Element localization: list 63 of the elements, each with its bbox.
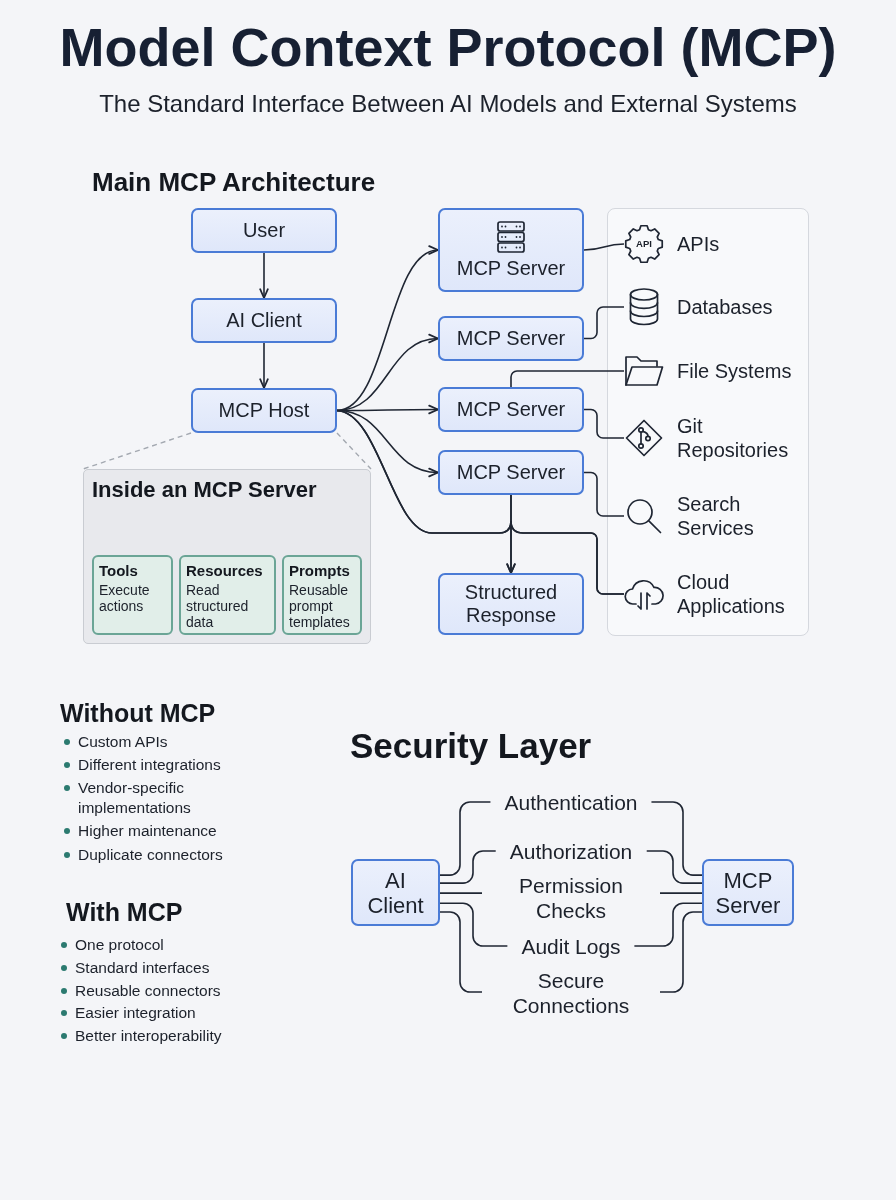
card-description: Read structured data (186, 582, 250, 630)
process-box (438, 573, 584, 635)
process-box (438, 208, 584, 292)
list-item: Higher maintenance (78, 821, 218, 841)
section-heading: Security Layer (350, 726, 592, 766)
node-label: MCP Server (456, 461, 566, 484)
arrow (259, 342, 269, 389)
node-label: MCP Server (714, 867, 782, 918)
system-label: Databases (677, 295, 773, 319)
process-box (438, 450, 584, 495)
system-label: Cloud Applications (677, 570, 786, 618)
feature-card (179, 555, 276, 635)
feature-card (282, 555, 362, 635)
card-description: Reusable prompt templates (289, 582, 351, 630)
node-label: MCP Server (456, 398, 566, 421)
list-item: Custom APIs (78, 732, 169, 752)
list-item: Easier integration (75, 1003, 197, 1023)
process-box (191, 388, 337, 433)
title: Model Context Protocol (MCP) (58, 16, 838, 78)
arrow (336, 334, 439, 412)
icon-label: API (636, 239, 652, 249)
section-heading: Without MCP (60, 698, 216, 728)
process-box (702, 859, 794, 926)
system-label: Search Services (677, 492, 755, 540)
list-item: Reusable connectors (75, 981, 222, 1001)
connector-line (583, 243, 625, 251)
process-box (191, 298, 337, 343)
feature-card (92, 555, 173, 635)
node-label: Structured Response (463, 581, 559, 627)
list-item: One protocol (75, 935, 165, 955)
dashed-connector (336, 432, 372, 470)
system-label: File Systems (677, 359, 792, 383)
list-item: Different integrations (78, 755, 222, 775)
process-box (438, 316, 584, 361)
node-label: AI Client (366, 867, 425, 918)
process-box (351, 859, 440, 926)
connector-line (336, 409, 625, 595)
card-title: Resources (186, 561, 264, 580)
node-label: MCP Host (218, 399, 310, 422)
card-title: Tools (99, 561, 139, 580)
dashed-connector (82, 432, 192, 470)
list-item: Duplicate connectors (78, 845, 224, 865)
list-item: Vendor-specific implementations (78, 778, 192, 818)
connector-line (583, 408, 625, 439)
card-description: Execute actions (99, 582, 151, 614)
inset-panel (83, 469, 371, 644)
section-heading: Main MCP Architecture (92, 167, 376, 197)
process-box (191, 208, 337, 253)
process-box (438, 387, 584, 432)
section-heading: With MCP (66, 897, 183, 927)
node-label: MCP Server (456, 327, 566, 350)
node-label: AI Client (226, 309, 302, 332)
arrow (259, 252, 269, 299)
card-title: Prompts (289, 561, 351, 580)
system-label: APIs (677, 232, 720, 256)
list-item: Better interoperability (75, 1026, 223, 1046)
group-panel (607, 208, 809, 636)
list-item: Standard interfaces (75, 958, 211, 978)
node-label: User (242, 219, 286, 242)
panel-heading: Inside an MCP Server (92, 477, 317, 503)
system-label: Git Repositories (677, 414, 790, 462)
node-label: MCP Server (456, 256, 566, 280)
subtitle: The Standard Interface Between AI Models and External Systems (98, 90, 798, 118)
